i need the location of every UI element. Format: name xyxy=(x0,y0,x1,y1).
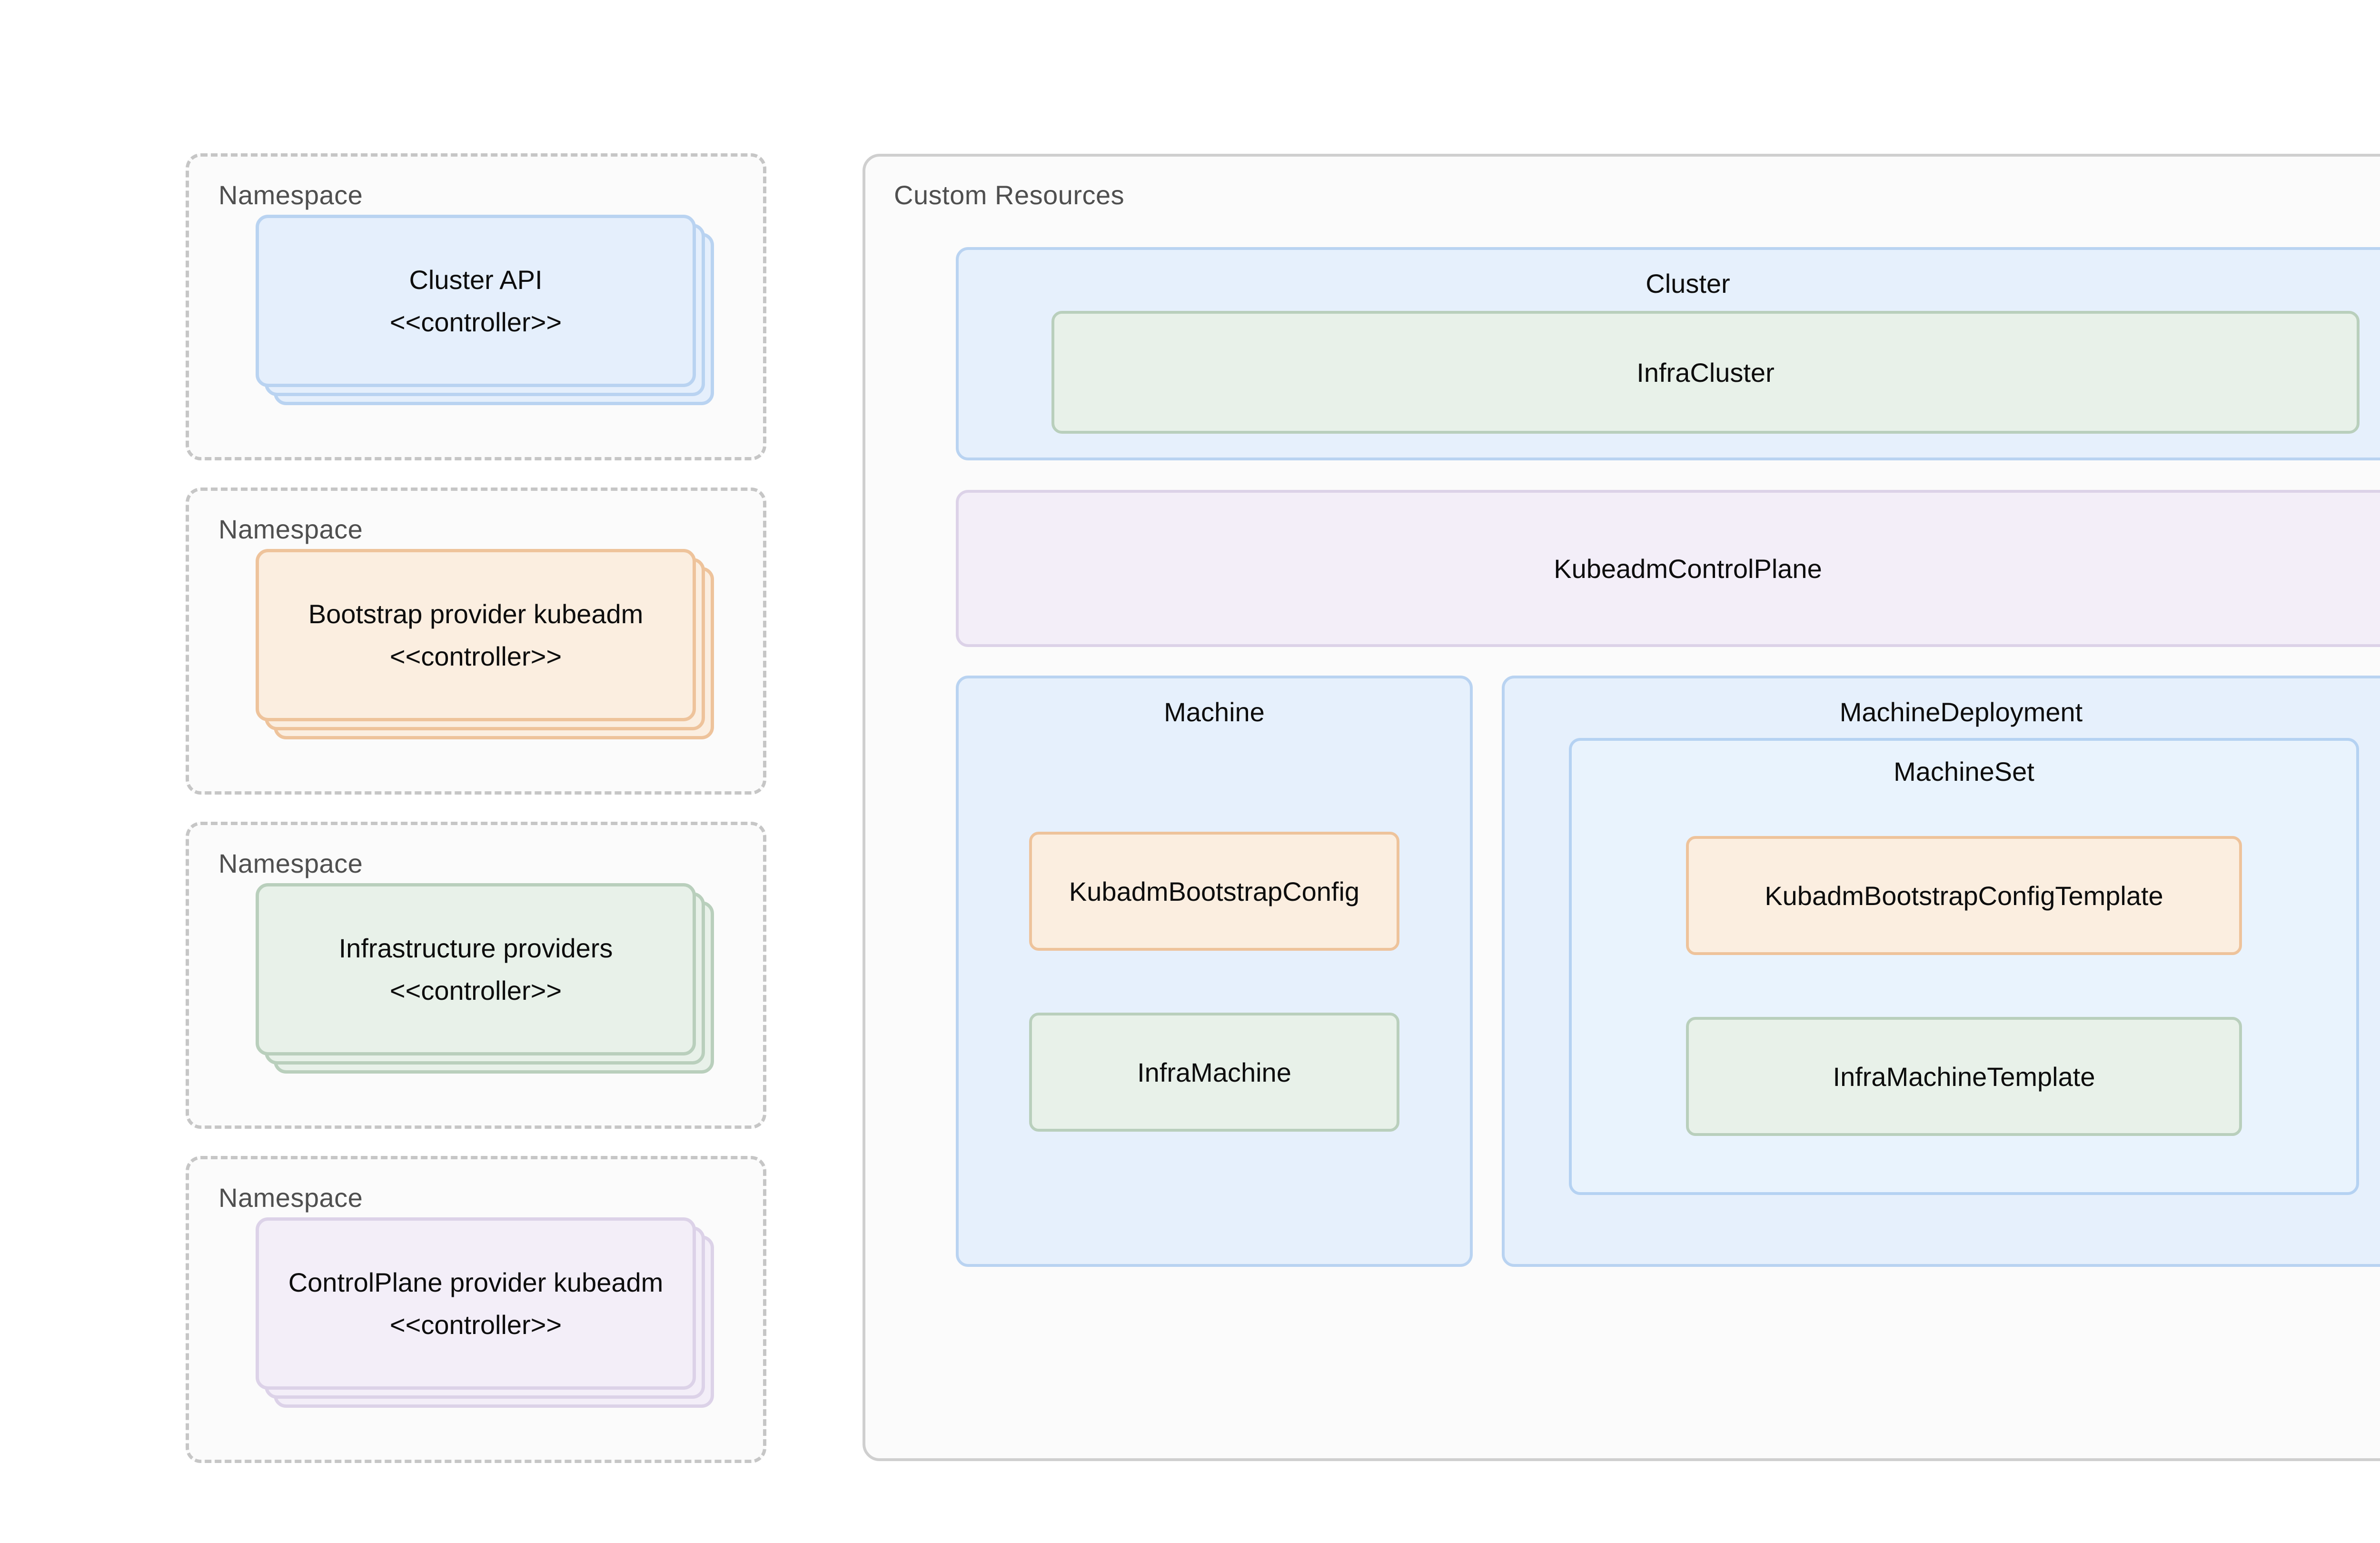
custom-resources-panel: Custom Resources Cluster InfraCluster Ku… xyxy=(863,154,2380,1461)
kubeadm-control-plane-label: KubeadmControlPlane xyxy=(1554,553,1822,584)
kubadm-bootstrap-config-template-box: KubadmBootstrapConfigTemplate xyxy=(1686,836,2242,955)
controller-card-stereotype: <<controller>> xyxy=(389,1310,562,1340)
controller-card-stereotype: <<controller>> xyxy=(389,307,562,337)
namespace-label: Namespace xyxy=(218,180,363,210)
controller-card-title: Infrastructure providers xyxy=(338,933,613,963)
controller-card-title: Cluster API xyxy=(409,265,543,295)
infra-cluster-label: InfraCluster xyxy=(1636,357,1775,388)
controller-card-title: Bootstrap provider kubeadm xyxy=(308,599,644,629)
controller-card-stereotype: <<controller>> xyxy=(389,641,562,671)
cluster-label: Cluster xyxy=(1646,269,1730,299)
infra-machine-label: InfraMachine xyxy=(1137,1057,1291,1087)
controller-card-bootstrap-provider: Bootstrap provider kubeadm <<controller>… xyxy=(256,549,696,721)
controller-card-stereotype: <<controller>> xyxy=(389,976,562,1005)
machine-deployment-label: MachineDeployment xyxy=(1839,697,2083,727)
namespace-box-cluster-api: Namespace Cluster API <<controller>> xyxy=(186,153,766,460)
machine-deployment-box: MachineDeployment MachineSet KubadmBoots… xyxy=(1502,676,2380,1267)
namespace-label: Namespace xyxy=(218,514,363,544)
namespace-label: Namespace xyxy=(218,848,363,878)
custom-resources-label: Custom Resources xyxy=(894,180,1125,210)
controller-card-controlplane-provider: ControlPlane provider kubeadm <<controll… xyxy=(256,1217,696,1390)
infra-cluster-box: InfraCluster xyxy=(1051,311,2360,434)
kubeadm-control-plane-box: KubeadmControlPlane xyxy=(956,490,2380,647)
machine-label: Machine xyxy=(1164,697,1265,727)
controller-card-title: ControlPlane provider kubeadm xyxy=(288,1267,664,1297)
controller-card-cluster-api: Cluster API <<controller>> xyxy=(256,215,696,387)
machine-set-box: MachineSet KubadmBootstrapConfigTemplate… xyxy=(1569,738,2359,1195)
machine-set-label: MachineSet xyxy=(1894,757,2034,786)
namespace-box-infrastructure-providers: Namespace Infrastructure providers <<con… xyxy=(186,822,766,1129)
kubadm-bootstrap-config-box: KubadmBootstrapConfig xyxy=(1029,832,1399,951)
infra-machine-template-box: InfraMachineTemplate xyxy=(1686,1017,2242,1136)
infra-machine-box: InfraMachine xyxy=(1029,1013,1399,1132)
namespace-label: Namespace xyxy=(218,1183,363,1213)
machine-box: Machine KubadmBootstrapConfig InfraMachi… xyxy=(956,676,1473,1267)
kubadm-bootstrap-config-template-label: KubadmBootstrapConfigTemplate xyxy=(1765,880,2163,911)
namespace-box-controlplane-provider: Namespace ControlPlane provider kubeadm … xyxy=(186,1156,766,1463)
controller-card-infrastructure-providers: Infrastructure providers <<controller>> xyxy=(256,883,696,1055)
infra-machine-template-label: InfraMachineTemplate xyxy=(1833,1061,2095,1092)
cluster-box: Cluster InfraCluster xyxy=(956,247,2380,460)
namespace-box-bootstrap-provider: Namespace Bootstrap provider kubeadm <<c… xyxy=(186,488,766,795)
kubadm-bootstrap-config-label: KubadmBootstrapConfig xyxy=(1069,876,1360,906)
